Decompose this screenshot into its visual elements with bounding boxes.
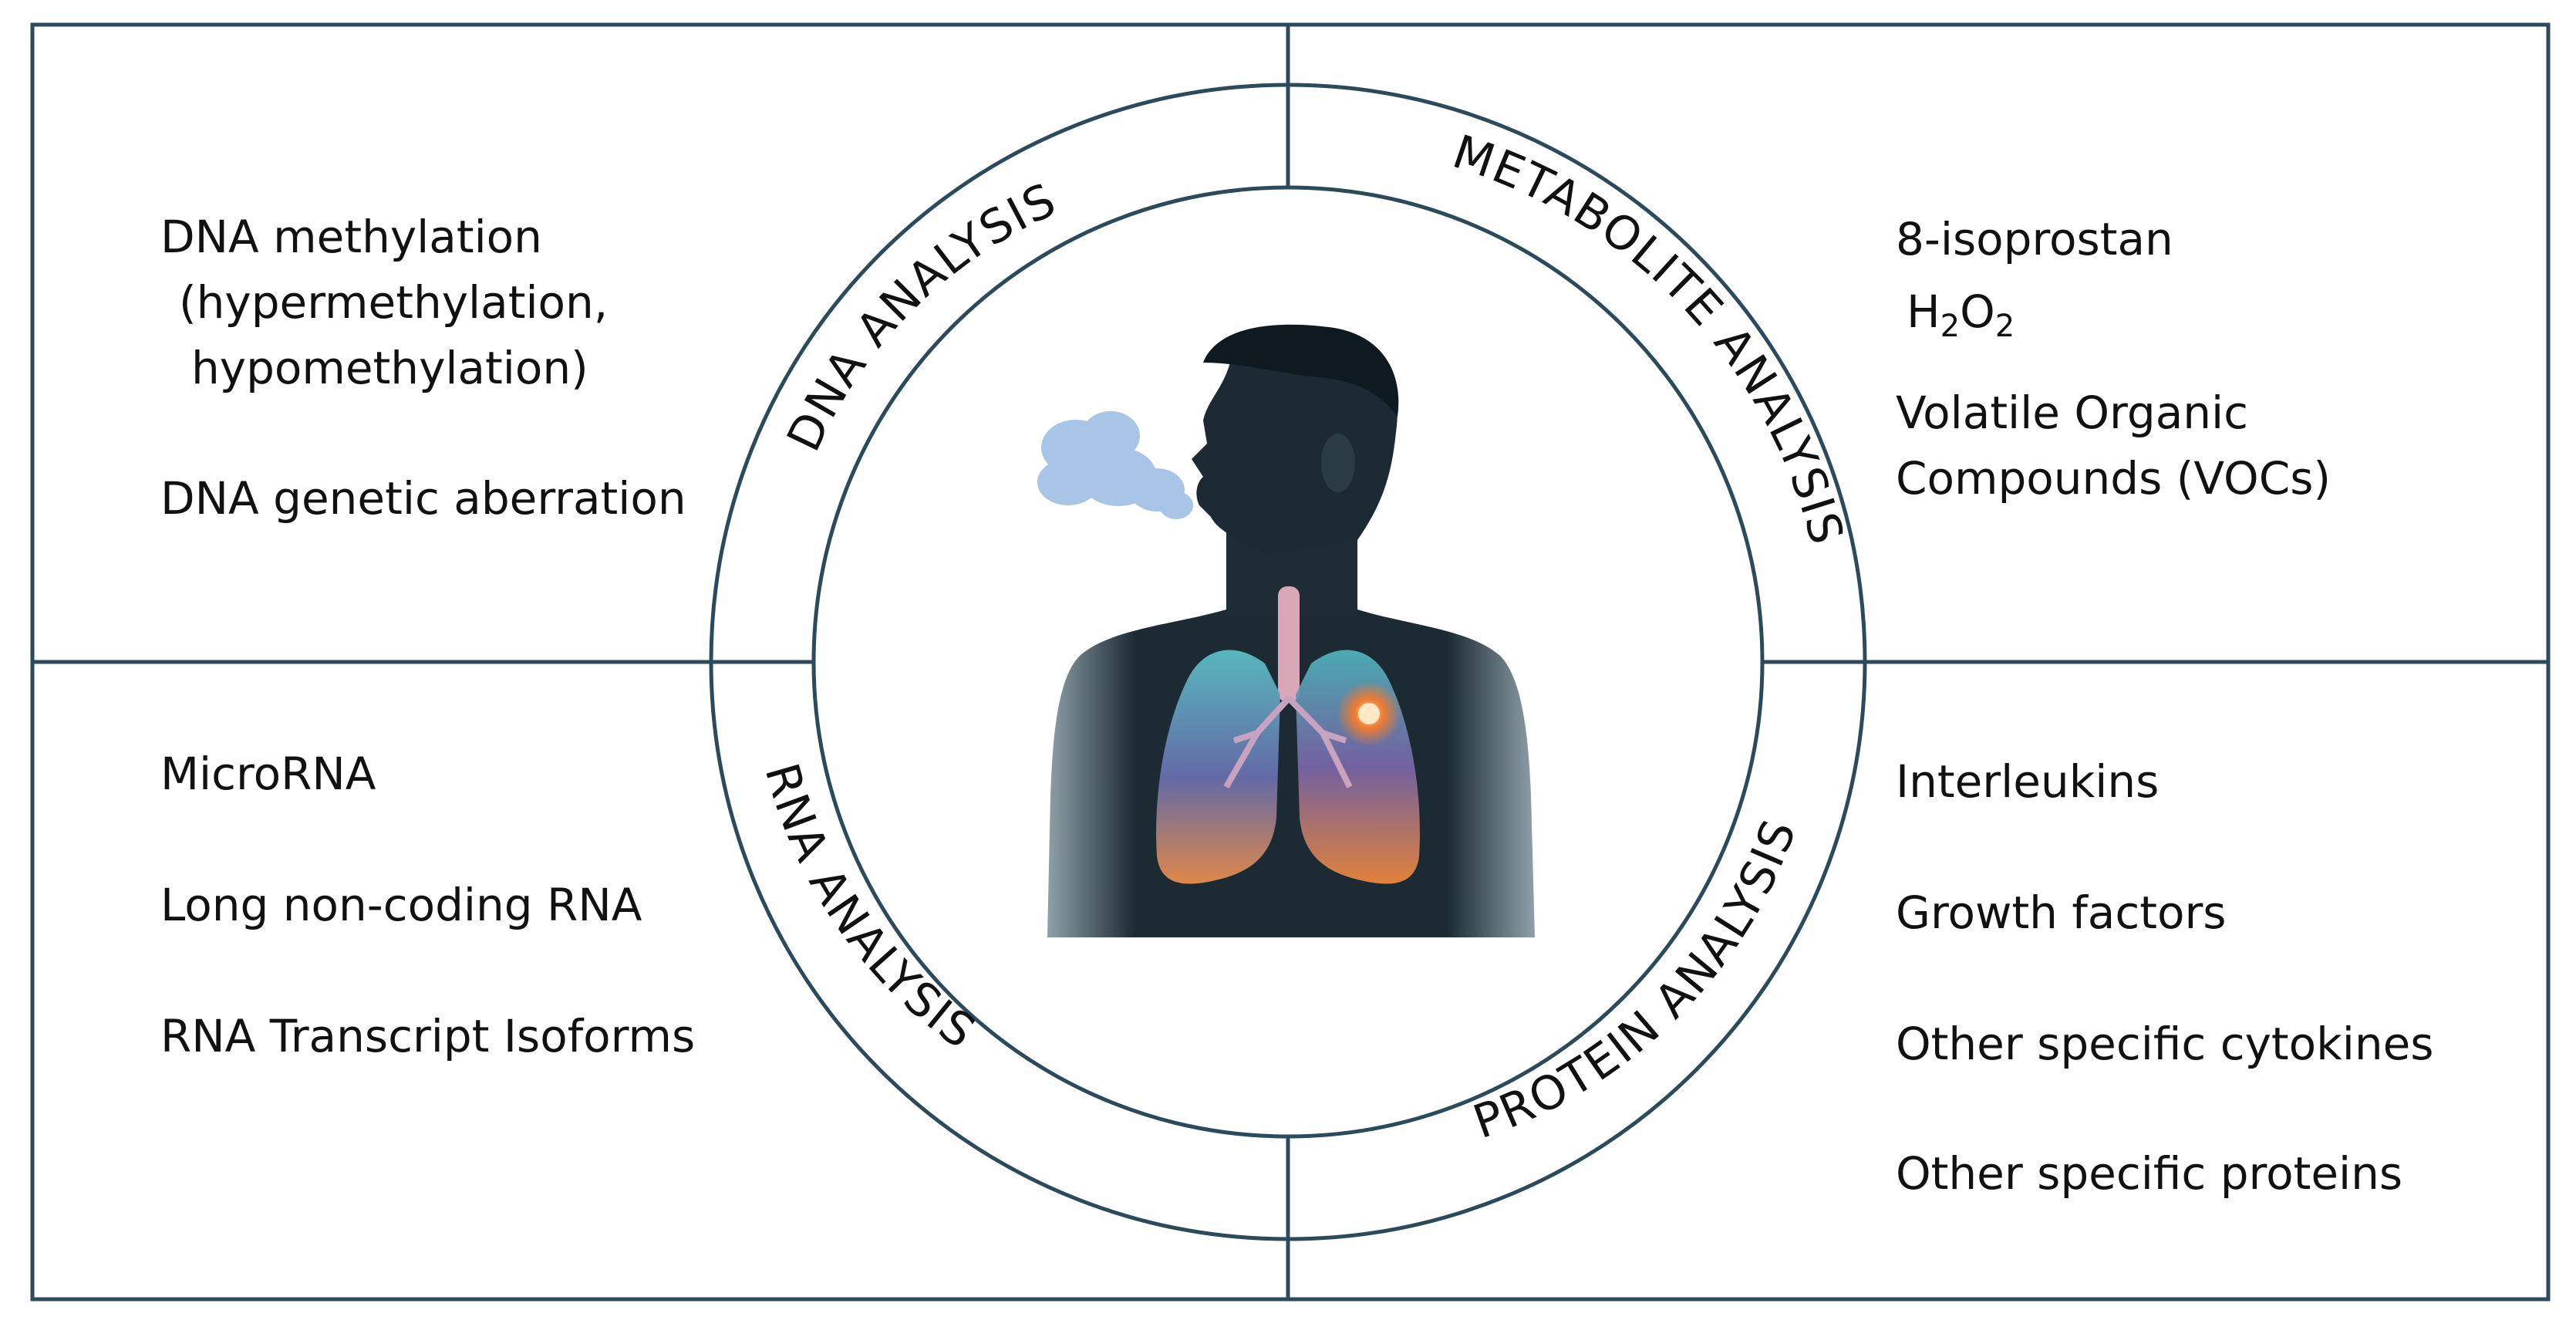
metabolite-voc-line2: Compounds (VOCs) — [1896, 452, 2331, 505]
human-lungs-breathing-icon — [1037, 324, 1535, 937]
tumor-core — [1358, 703, 1380, 724]
ring-label-metabolite: METABOLITE ANALYSIS — [1446, 125, 1853, 551]
protein-growth-factors: Growth factors — [1896, 886, 2227, 939]
metabolite-voc-line1: Volatile Organic — [1896, 387, 2248, 439]
protein-cytokines: Other specific cytokines — [1896, 1018, 2434, 1070]
rna-lncrna: Long non-coding RNA — [160, 879, 642, 931]
ear — [1321, 434, 1355, 492]
protein-specific-proteins: Other specific proteins — [1896, 1147, 2402, 1200]
rna-transcript-isoforms: RNA Transcript Isoforms — [160, 1010, 695, 1062]
left-lung — [1156, 650, 1280, 884]
breath-cloud — [1037, 411, 1193, 519]
dna-methylation-line3: hypomethylation) — [191, 342, 588, 394]
dna-methylation-line2: (hypermethylation, — [179, 276, 608, 329]
metabolite-isoprostan: 8-isoprostan — [1896, 213, 2173, 265]
dna-genetic-aberration: DNA genetic aberration — [160, 472, 686, 525]
dna-methylation-line1: DNA methylation — [160, 211, 542, 263]
head — [1192, 326, 1398, 555]
metabolite-h2o2: H2O2 — [1907, 285, 2015, 344]
hair — [1203, 324, 1399, 417]
rna-microrna: MicroRNA — [160, 748, 376, 800]
bronchi — [1223, 696, 1353, 788]
ring-label-rna: RNA ANALYSIS — [754, 758, 986, 1060]
protein-interleukins: Interleukins — [1896, 755, 2159, 808]
trachea — [1278, 586, 1300, 702]
